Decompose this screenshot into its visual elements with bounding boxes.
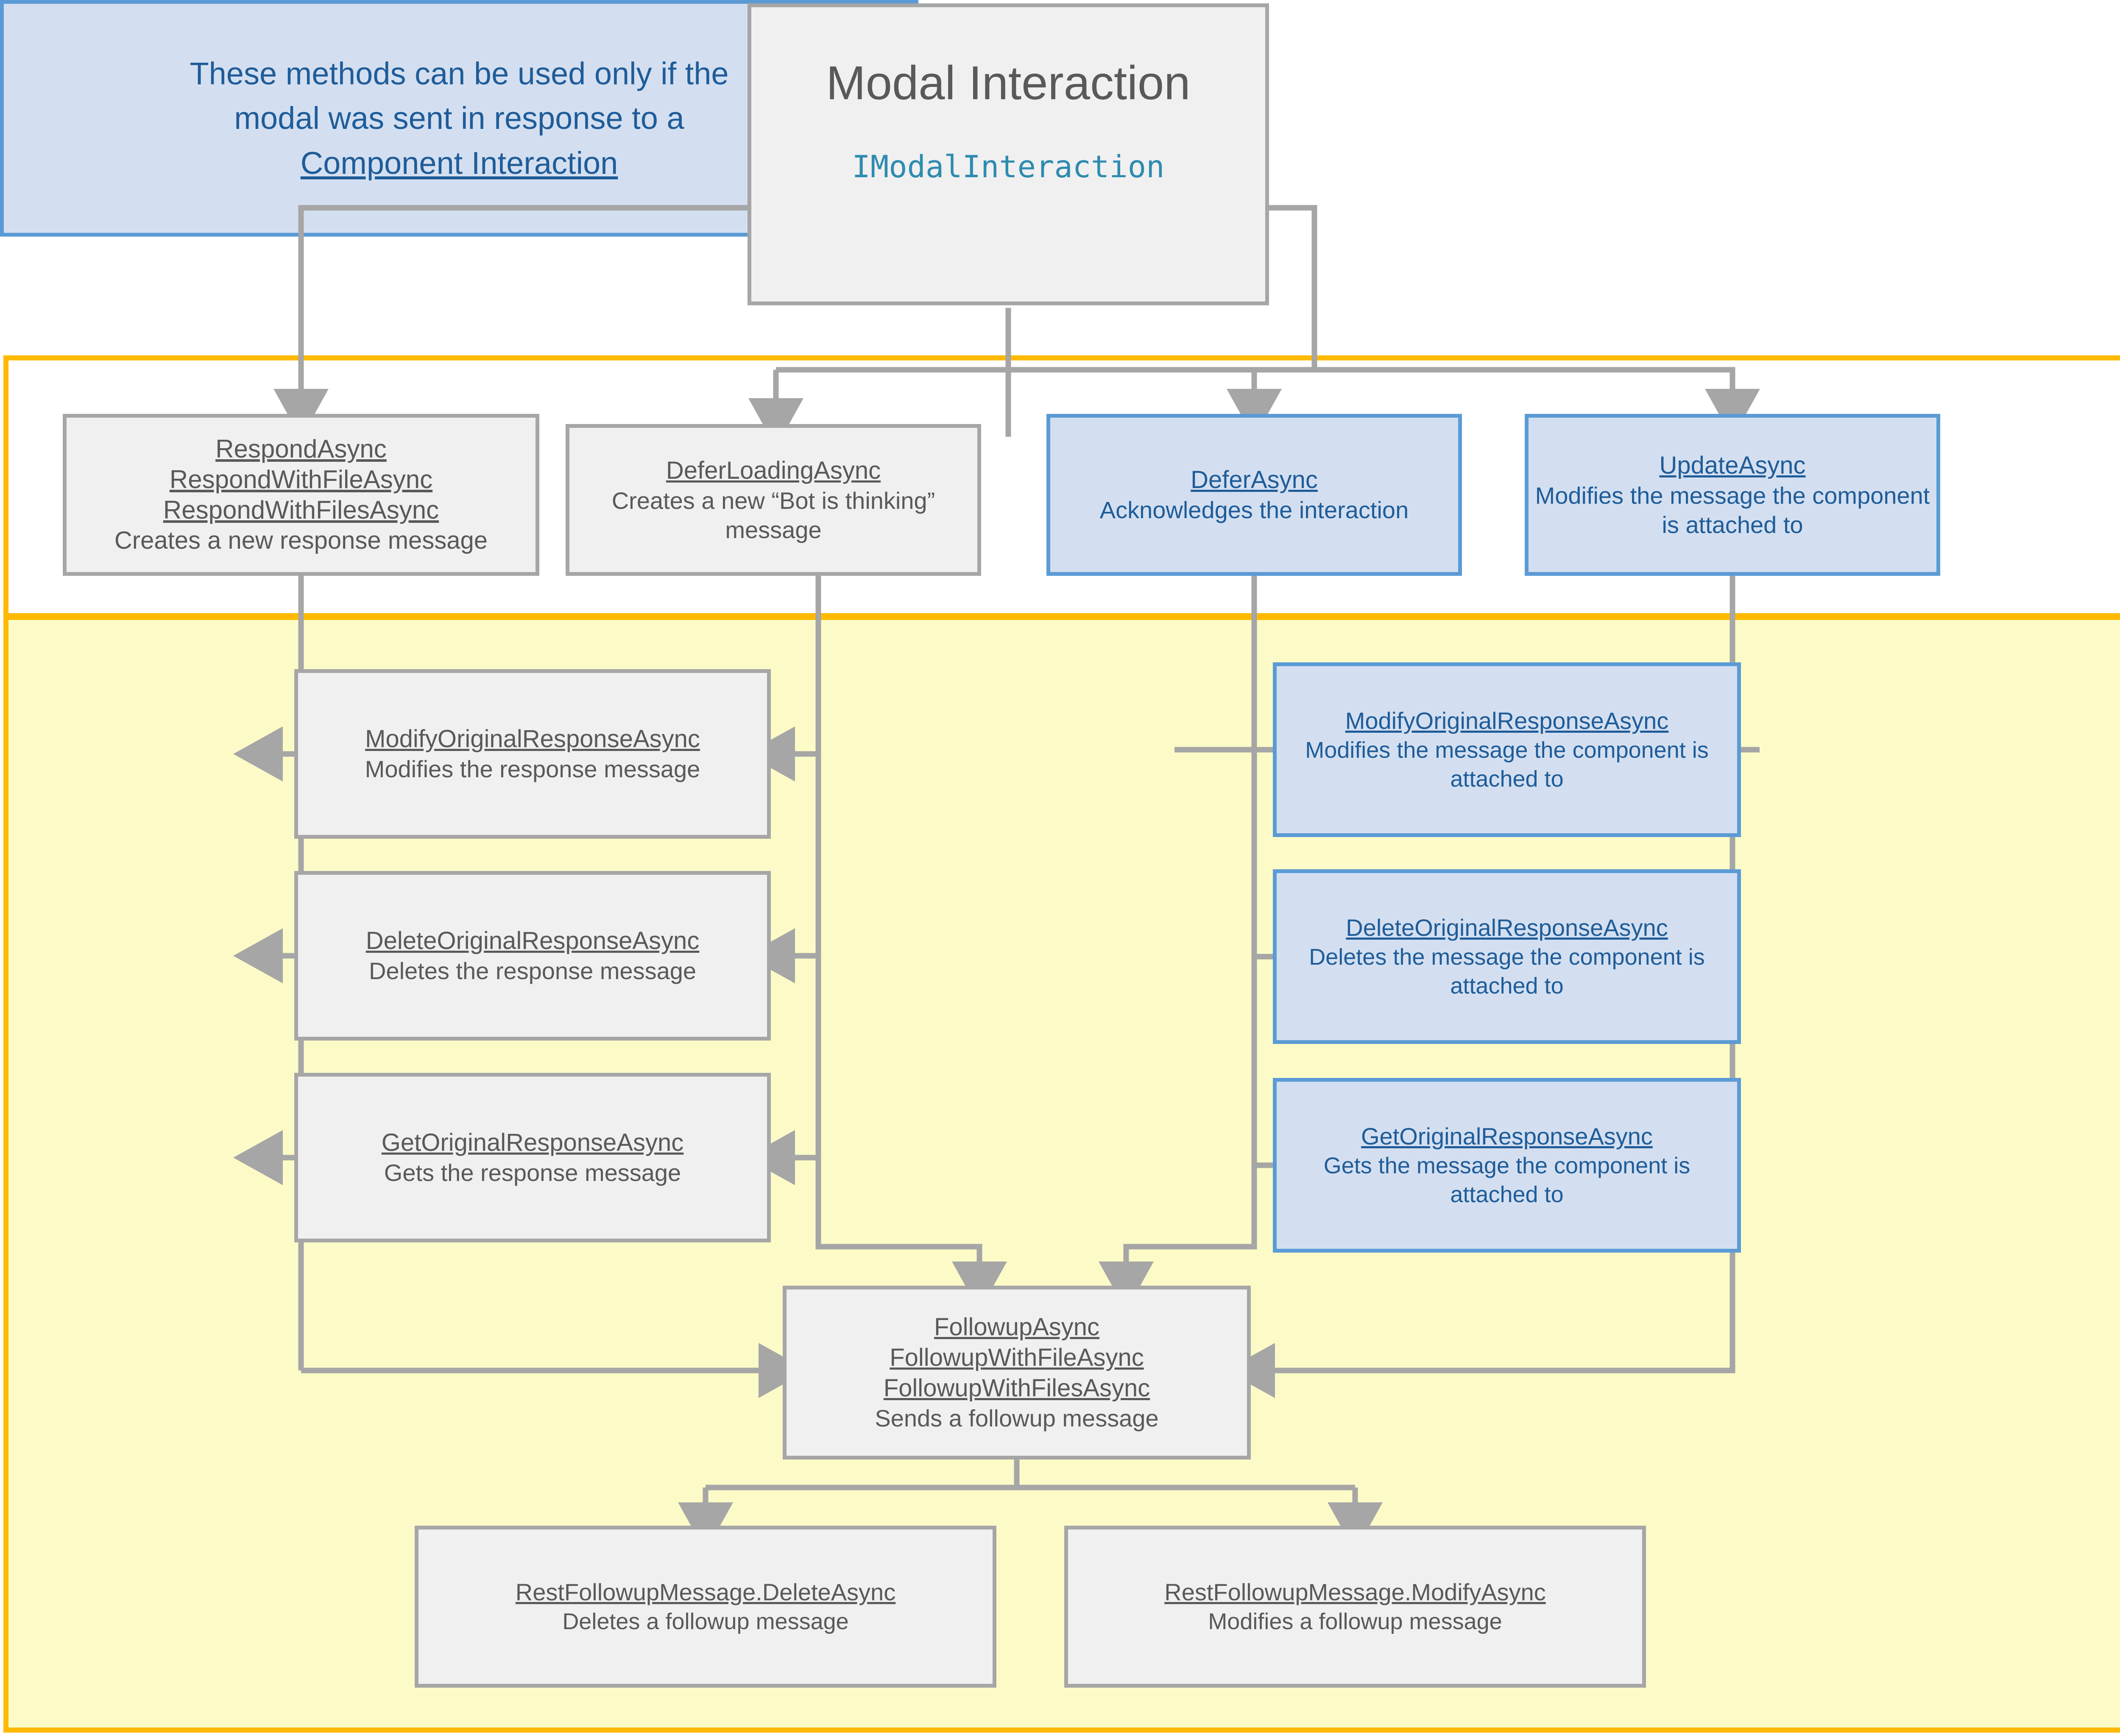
node-update-async[interactable]: UpdateAsync Modifies the message the com… [1525,414,1940,576]
legend-initial-response: Initial Response methods Has to be execu… [1959,404,2120,546]
node-get-original-response-async-gray[interactable]: GetOriginalResponseAsync Gets the respon… [294,1073,771,1242]
root-node-modal-interaction[interactable]: Modal Interaction IModalInteraction [748,3,1269,305]
node-title: GetOriginalResponseAsync [1361,1123,1653,1150]
node-description: Acknowledges the interaction [1099,497,1409,524]
node-title: DeferLoadingAsync [666,456,881,484]
node-description: Modifies the response message [365,756,700,783]
node-delete-original-response-async-gray[interactable]: DeleteOriginalResponseAsync Deletes the … [294,871,771,1041]
legend-heading: Initial Response methods [1959,404,2120,442]
node-rest-followup-message-modify-async[interactable]: RestFollowupMessage.ModifyAsync Modifies… [1064,1526,1646,1688]
note-line-1: These methods can be used only if the [190,56,729,92]
note-link-component-interaction[interactable]: Component Interaction [300,145,618,181]
node-description: Sends a followup message [875,1405,1159,1432]
node-title: ModifyOriginalResponseAsync [1345,707,1669,734]
node-title: FollowupWithFilesAsync [883,1374,1150,1402]
node-get-original-response-async-blue[interactable]: GetOriginalResponseAsync Gets the messag… [1273,1078,1741,1253]
node-title: UpdateAsync [1659,451,1806,479]
legend-line: Can be used only ones per interaction [1959,512,2120,546]
node-description: Deletes a followup message [562,1608,849,1634]
root-title: Modal Interaction [826,56,1191,109]
node-title: RespondWithFileAsync [169,465,433,494]
node-defer-loading-async[interactable]: DeferLoadingAsync Creates a new “Bot is … [566,424,981,576]
node-description: Creates a new “Bot is thinking” message [611,487,935,543]
node-delete-original-response-async-blue[interactable]: DeleteOriginalResponseAsync Deletes the … [1273,869,1741,1044]
node-description: Modifies the message the component is at… [1535,482,1930,538]
node-title: GetOriginalResponseAsync [381,1129,684,1157]
node-description: Deletes the response message [369,957,696,985]
node-followup-async[interactable]: FollowupAsync FollowupWithFileAsync Foll… [783,1286,1251,1460]
node-title: DeleteOriginalResponseAsync [365,927,700,955]
legend-line: Can be used in 15 minutes [1959,711,2120,746]
node-title: DeleteOriginalResponseAsync [1346,914,1668,941]
legend-line: Has to be executed in 3 seconds [1959,442,2120,477]
node-description: Gets the response message [384,1159,681,1186]
node-title: RespondWithFilesAsync [163,496,439,525]
note-line-2: modal was sent in response to a [234,100,684,136]
legend-line: interaction token’s lifetime [1959,815,2120,848]
node-title: DeferAsync [1191,466,1318,494]
legend-line: after sending an initial response [1959,745,2120,781]
node-title: RespondAsync [215,435,387,463]
node-modify-original-response-async-blue[interactable]: ModifyOriginalResponseAsync Modifies the… [1273,662,1741,837]
node-description: Modifies a followup message [1208,1608,1502,1634]
node-description: Gets the message the component is attach… [1323,1153,1690,1207]
root-interface-name: IModalInteraction [852,148,1165,184]
node-title: RestFollowupMessage.DeleteAsync [515,1579,896,1606]
legend-line: Can be used multiple times during [1959,781,2120,815]
node-description: Modifies the message the component is at… [1305,737,1709,792]
legend-followup: Followup methods Can be used in 15 minut… [1959,673,2120,848]
node-title: FollowupAsync [934,1313,1100,1341]
node-description: Deletes the message the component is att… [1309,944,1705,999]
node-title: ModifyOriginalResponseAsync [365,725,700,753]
node-title: FollowupWithFileAsync [890,1344,1144,1372]
node-rest-followup-message-delete-async[interactable]: RestFollowupMessage.DeleteAsync Deletes … [415,1526,996,1688]
node-modify-original-response-async-gray[interactable]: ModifyOriginalResponseAsync Modifies the… [294,669,771,839]
node-description: Creates a new response message [114,527,488,555]
legend-line: after receiving the interaction [1959,477,2120,512]
node-respond-async[interactable]: RespondAsync RespondWithFileAsync Respon… [63,414,539,576]
node-defer-async[interactable]: DeferAsync Acknowledges the interaction [1046,414,1462,576]
node-title: RestFollowupMessage.ModifyAsync [1164,1579,1546,1606]
legend-heading: Followup methods [1959,673,2120,711]
